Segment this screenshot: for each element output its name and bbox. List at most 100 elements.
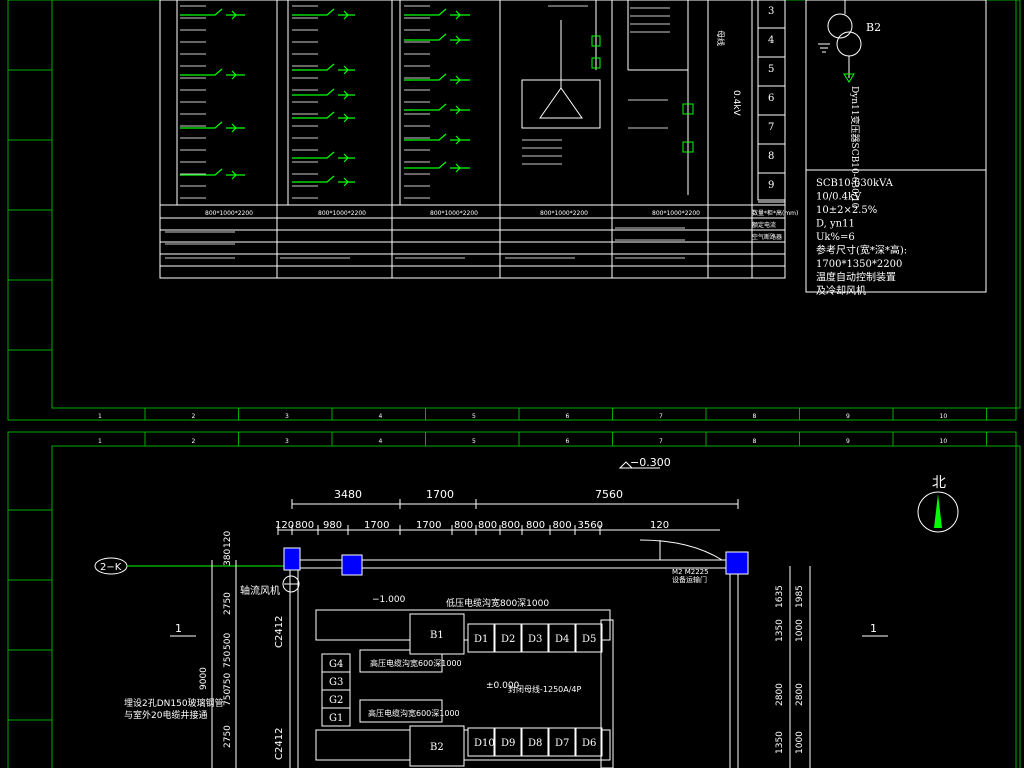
dimension-text: 2750 [223,592,233,615]
grid-number: 3 [285,438,289,445]
grid-number: 10 [940,413,948,420]
breaker-symbols [180,8,470,187]
hv-cabinet-label: G4 [329,659,343,670]
cabinet-size: 800*1000*2200 [318,210,366,217]
section-mark: 1 [175,622,182,635]
cabinet-size: 800*1000*2200 [205,210,253,217]
row-number: 9 [768,180,774,191]
dimension-text: 750 [223,651,233,668]
grid-number: 3 [285,413,289,420]
grid-number: 6 [566,438,570,445]
lv-cabinet [467,727,495,757]
dimension-text: 1985 [795,585,805,608]
dimension-text: 3480 [334,488,362,501]
north-label: 北 [932,475,946,491]
transformer-spec-box: B2 Dyn11变压器SCB10-630/10 SCB10-630kVA10/0… [805,0,987,297]
section-mark: 1 [870,622,877,635]
row-number: 6 [768,93,774,104]
elevation-label: −0.300 [630,456,671,469]
grid-number: 4 [379,438,383,445]
grid-number: 9 [846,438,850,445]
transformer-b1 [409,613,465,655]
cabinet-size: 800*1000*2200 [540,210,588,217]
grid-number: 4 [379,413,383,420]
breaker-symbol [180,168,245,180]
lv-cabinet [494,727,522,757]
structural-columns [283,547,749,576]
incoming-section [521,0,694,195]
grid-number: 1 [98,413,102,420]
transformer-spec-line: 温度自动控制装置 [816,271,896,284]
pipe-note-1: 埋设2孔DN150玻璃钢管 [124,697,224,709]
grid-number: 7 [659,438,663,445]
axial-fan-icon [282,575,300,593]
dimension-text: 750 [223,673,233,690]
lv-cabinet [494,623,522,653]
table-row-label: 额定电流 [752,221,776,229]
svg-text:母线: 母线 [716,30,726,46]
breaker-symbol [404,133,470,145]
dimension-text: 3560 [578,520,603,531]
breaker-symbol [292,63,355,75]
dimension-text: 2750 [223,725,233,748]
axis-bubble: 2−K [94,557,285,575]
hv-cabinet [321,707,351,727]
door-note-2: 设备运输门 [672,575,707,584]
lv-cabinet-label: D1 [474,634,488,645]
row-number: 3 [768,6,774,17]
illegible-annotations [165,5,685,259]
busbar-label: 封闭母线-1250A/4P [508,684,582,694]
breaker-symbol [292,175,355,187]
lv-cabinet-label: D5 [582,634,596,645]
transformer-spec-line: SCB10-630kVA [816,178,894,189]
row-number: 5 [768,64,774,75]
bottom-left-zone-ticks [8,509,52,721]
lv-cabinet [521,623,549,653]
hv-cabinet-label: G2 [329,695,343,706]
breaker-symbol [292,8,355,20]
hv-cabinet-label: G3 [329,677,343,688]
dimension-text: 2800 [775,683,785,706]
transformer-spec-line: 1700*1350*2200 [816,259,902,270]
grid-number: 1 [98,438,102,445]
dimension-text: 380 [223,549,233,566]
dimension-text: 120 [650,520,669,531]
breaker-symbol [292,151,355,163]
dimension-text: 800 [501,520,520,531]
busbar-duct [600,619,614,768]
transformer-spec-line: 10±2×2.5% [816,205,877,216]
transformer-b2-label: B2 [430,742,444,753]
dimension-text: 1000 [795,731,805,754]
breaker-symbol [292,111,355,123]
dimension-text: 120 [275,520,294,531]
level-mark: −1.000 [372,595,406,605]
dimension-text: 1350 [775,731,785,754]
lv-cabinet [548,727,576,757]
breaker-symbol [180,68,245,80]
row-number-box [757,0,786,201]
dimension-text: 7560 [595,488,623,501]
row-number: 8 [768,151,774,162]
dimension-text: 800 [526,520,545,531]
lv-cabinet [521,727,549,757]
lv-cabinet [575,727,603,757]
grid-number: 6 [566,413,570,420]
lv-cabinet [548,623,576,653]
lv-cabinet-label: D9 [501,738,515,749]
breaker-symbol [292,88,355,100]
grid-number: 7 [659,413,663,420]
transformer-b1-label: B1 [430,630,444,641]
dimension-text: 1700 [364,520,389,531]
pipe-note-2: 与室外20电缆井接通 [124,709,207,721]
dimension-text: 800 [553,520,572,531]
grid-number: 5 [472,413,476,420]
transformer-spec-line: 参考尺寸(宽*深*高): [816,244,907,257]
lv-cabinet-label: D7 [555,738,569,749]
lv-trench-label: 低压电缆沟宽800深1000 [446,597,549,609]
dimension-text: 1350 [775,619,785,642]
